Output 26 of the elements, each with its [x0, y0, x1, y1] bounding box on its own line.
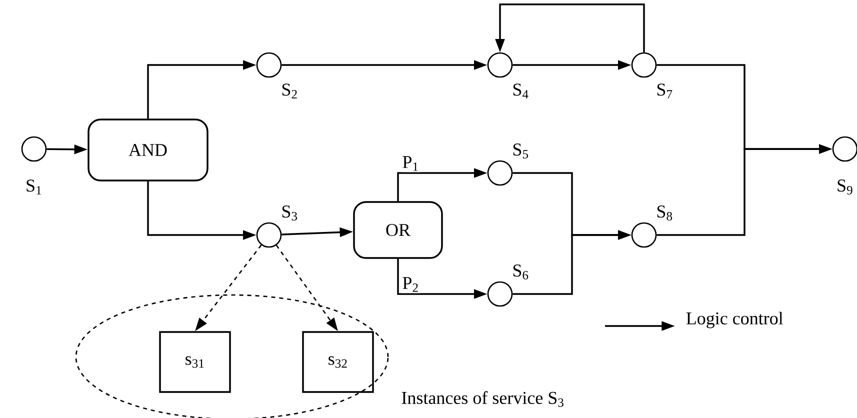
- service-circle: [256, 52, 282, 78]
- arrow: [495, 3, 645, 52]
- legend-label: Logic control: [686, 312, 783, 328]
- service-circle: [487, 281, 513, 307]
- edge-label: P$_{2}$: [400, 276, 421, 294]
- service-circle: [631, 52, 657, 78]
- service-label: S$_{8}$: [657, 206, 672, 220]
- service-circle: [21, 136, 47, 162]
- service-label: Instances of service S$_{3}$: [402, 391, 564, 407]
- instance-box: s$_{32}$: [302, 331, 374, 393]
- service-circle: [631, 222, 657, 248]
- service-circle: [487, 52, 513, 78]
- service-label: S$_{1}$: [26, 180, 42, 194]
- instance-box: s$_{31}$: [159, 331, 231, 393]
- service-circle: [256, 222, 282, 248]
- service-label: S$_{5}$: [513, 144, 528, 158]
- service-circle: [487, 160, 513, 186]
- service-label: S$_{6}$: [513, 264, 528, 280]
- service-label: S$_{3}$: [282, 206, 298, 220]
- service-label: S$_{4}$: [513, 84, 528, 98]
- edge-label: P$_{1}$: [400, 154, 421, 172]
- service-label: S$_{2}$: [282, 84, 297, 98]
- gateway-box: AND: [88, 118, 208, 182]
- service-label: S$_{7}$: [657, 84, 672, 98]
- gateway-box: OR: [353, 201, 443, 259]
- service-label: S$_{9}$: [838, 180, 852, 194]
